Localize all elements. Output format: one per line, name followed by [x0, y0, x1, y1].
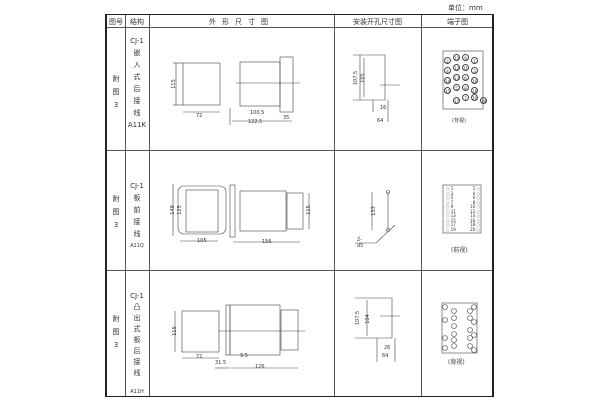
terminal-15: 15	[444, 87, 451, 94]
terminal-8: 8	[462, 84, 469, 91]
terminal-20: 20	[471, 94, 478, 101]
terminal-circle	[442, 317, 448, 323]
terminal-circle	[451, 308, 457, 314]
terminal-11: 11	[462, 64, 469, 71]
view-label-1: (背视)	[452, 118, 466, 124]
outline-drawing-3	[174, 304, 305, 369]
terminal-circle	[467, 308, 473, 314]
terminal-circle	[442, 304, 448, 310]
terminal-circle	[451, 323, 457, 329]
terminal-block-2	[442, 184, 482, 234]
view-label-3: (背视)	[448, 359, 465, 366]
terminal-9: 9	[462, 54, 469, 61]
terminal-block-3	[441, 302, 478, 354]
header-structure: 结构	[130, 18, 144, 26]
terminal-10: 10	[453, 54, 460, 61]
terminal-circle	[471, 304, 477, 310]
terminal-6: 6	[462, 74, 469, 81]
terminal-circle	[451, 331, 457, 337]
terminal-circle	[471, 332, 477, 338]
terminal-5: 5	[453, 84, 460, 91]
terminal-2: 2	[444, 57, 451, 64]
terminal-circle	[467, 335, 473, 341]
terminal-13: 13	[453, 74, 460, 81]
terminal-block-1	[442, 50, 484, 110]
terminal-circle	[451, 315, 457, 321]
terminal-17: 17	[453, 97, 460, 104]
header-fig-no: 图号	[109, 18, 123, 26]
outline-drawing-2	[172, 184, 310, 243]
cutout-drawing-1	[353, 54, 400, 122]
terminal-12: 12	[453, 64, 460, 71]
terminal-14: 14	[444, 77, 451, 84]
terminal-circle	[471, 347, 477, 353]
header-terminal: 端子图	[447, 18, 468, 26]
header-outline: 外形尺寸图	[209, 18, 274, 26]
cutout-drawing-2	[355, 190, 396, 244]
terminal-19: 19	[480, 97, 487, 104]
terminal-3: 3	[471, 67, 478, 74]
terminal-circle	[442, 335, 448, 341]
cutout-drawing-3	[355, 297, 400, 362]
terminal-18: 18	[471, 87, 478, 94]
terminal-4: 4	[444, 67, 451, 74]
unit-label: 单位：mm	[448, 4, 483, 12]
terminal-circle	[451, 343, 457, 349]
terminal-circle	[467, 327, 473, 333]
terminal-circle	[467, 343, 473, 349]
terminal-7: 7	[462, 94, 469, 101]
terminal-16: 16	[471, 77, 478, 84]
terminal-1: 1	[471, 57, 478, 64]
view-label-2: (前视)	[451, 247, 468, 254]
terminal-circles-3	[442, 304, 477, 353]
terminal-circle	[451, 337, 457, 343]
terminal-circle	[467, 315, 473, 321]
outline-drawing-1	[173, 56, 300, 125]
header-cutout: 安装开孔尺寸图	[353, 18, 402, 26]
terminal-circle	[471, 319, 477, 325]
terminal-circle	[442, 345, 448, 351]
